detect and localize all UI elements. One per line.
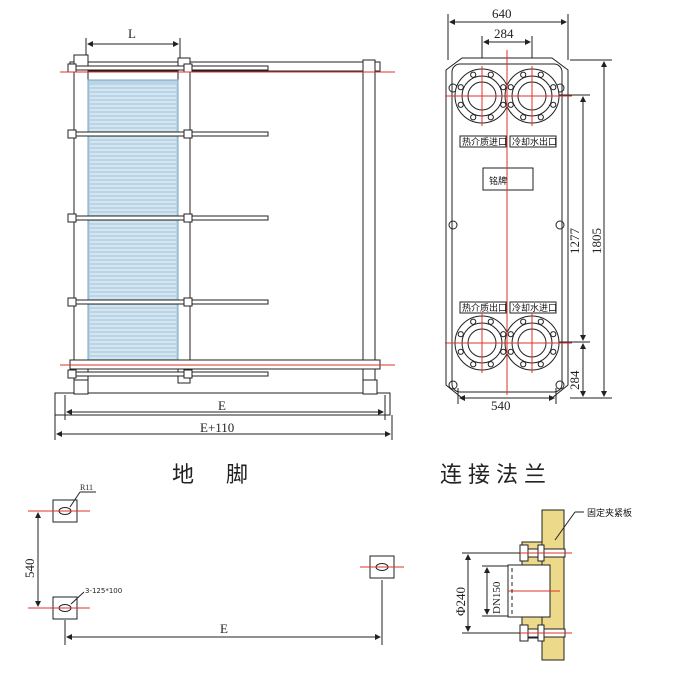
tie-bolt [69,215,269,221]
flange-bolt-hole [457,101,464,108]
label-cold-out: 冷却水出口 [512,136,557,148]
label-cold-in: 冷却水进口 [512,302,557,314]
side-view [54,38,393,440]
dim-284-top: 284 [494,26,514,41]
bolt-nut [183,297,193,307]
flange-bolt-hole [500,348,507,355]
flange-title: 连接法兰 [440,463,552,488]
tie-bolt [69,65,269,71]
flange-bolt-hole [520,318,527,325]
flange-bolt-hole [550,331,557,338]
tie-bolt [69,371,269,377]
flange-bolt-hole [487,114,494,121]
flange-bolt-hole [507,348,514,355]
foot-title: 地 脚 [172,463,254,488]
flange-bolt-hole [537,318,544,325]
flange-bolt-hole [457,331,464,338]
flange-bolt-hole [500,101,507,108]
plate-pack [87,79,179,363]
flange-detail [462,509,584,661]
flange-bolt-hole [487,361,494,368]
bolt-nut [183,369,193,379]
flange-bolt-hole [507,84,514,91]
flange-bolt-hole [507,331,514,338]
flange-bolt-hole [550,348,557,355]
dim-540-foot: 540 [22,559,37,579]
dim-E-foot: E [220,621,228,636]
dim-phi240: Φ240 [453,587,468,616]
label-fixed-plate: 固定夹紧板 [587,507,632,519]
bolt-nut [183,213,193,223]
flange-bolt-hole [500,331,507,338]
dim-R11: R11 [80,483,93,492]
bolt-nut [67,129,77,139]
flange-bolt-hole [537,361,544,368]
bolt-nut [183,129,193,139]
dim-1277: 1277 [567,228,582,255]
flange-bolt-hole [470,318,477,325]
flange-bolt-hole [507,101,514,108]
dim-640: 640 [492,6,512,21]
label-nameplate: 铭牌 [489,175,507,187]
bolt-nut [183,63,193,73]
dim-E-side: E [218,398,226,413]
dim-slot: 3-125*100 [85,587,122,595]
foot-plan [30,491,395,645]
dim-284-bottom: 284 [567,370,582,390]
tie-bolt [69,299,269,305]
bolt-nut [67,369,77,379]
flange-bolt-hole [520,114,527,121]
dim-dn150: DN150 [491,581,503,614]
tie-bolt [69,131,269,137]
flange-bolt-hole [550,84,557,91]
flange-bolt-hole [537,71,544,78]
flange-bolt-hole [520,361,527,368]
flange-bolt-hole [457,348,464,355]
dim-E110: E+110 [200,420,234,435]
flange-bolt-hole [470,114,477,121]
label-hot-out: 热介质出口 [462,302,507,314]
dim-1805: 1805 [589,228,604,254]
flange-bolt-hole [520,71,527,78]
flange-bolt-hole [537,114,544,121]
bolt-nut [67,63,77,73]
dim-540-front: 540 [491,398,511,413]
bolt-nut [67,297,77,307]
flange-bolt-hole [487,71,494,78]
flange-bolt-hole [500,84,507,91]
label-hot-in: 热介质进口 [462,136,507,148]
flange-bolt-hole [457,84,464,91]
bolt-nut [67,213,77,223]
flange-bolt-hole [550,101,557,108]
flange-bolt-hole [470,361,477,368]
flange-bolt-hole [487,318,494,325]
flange-bolt-hole [470,71,477,78]
dim-L: L [128,26,136,41]
